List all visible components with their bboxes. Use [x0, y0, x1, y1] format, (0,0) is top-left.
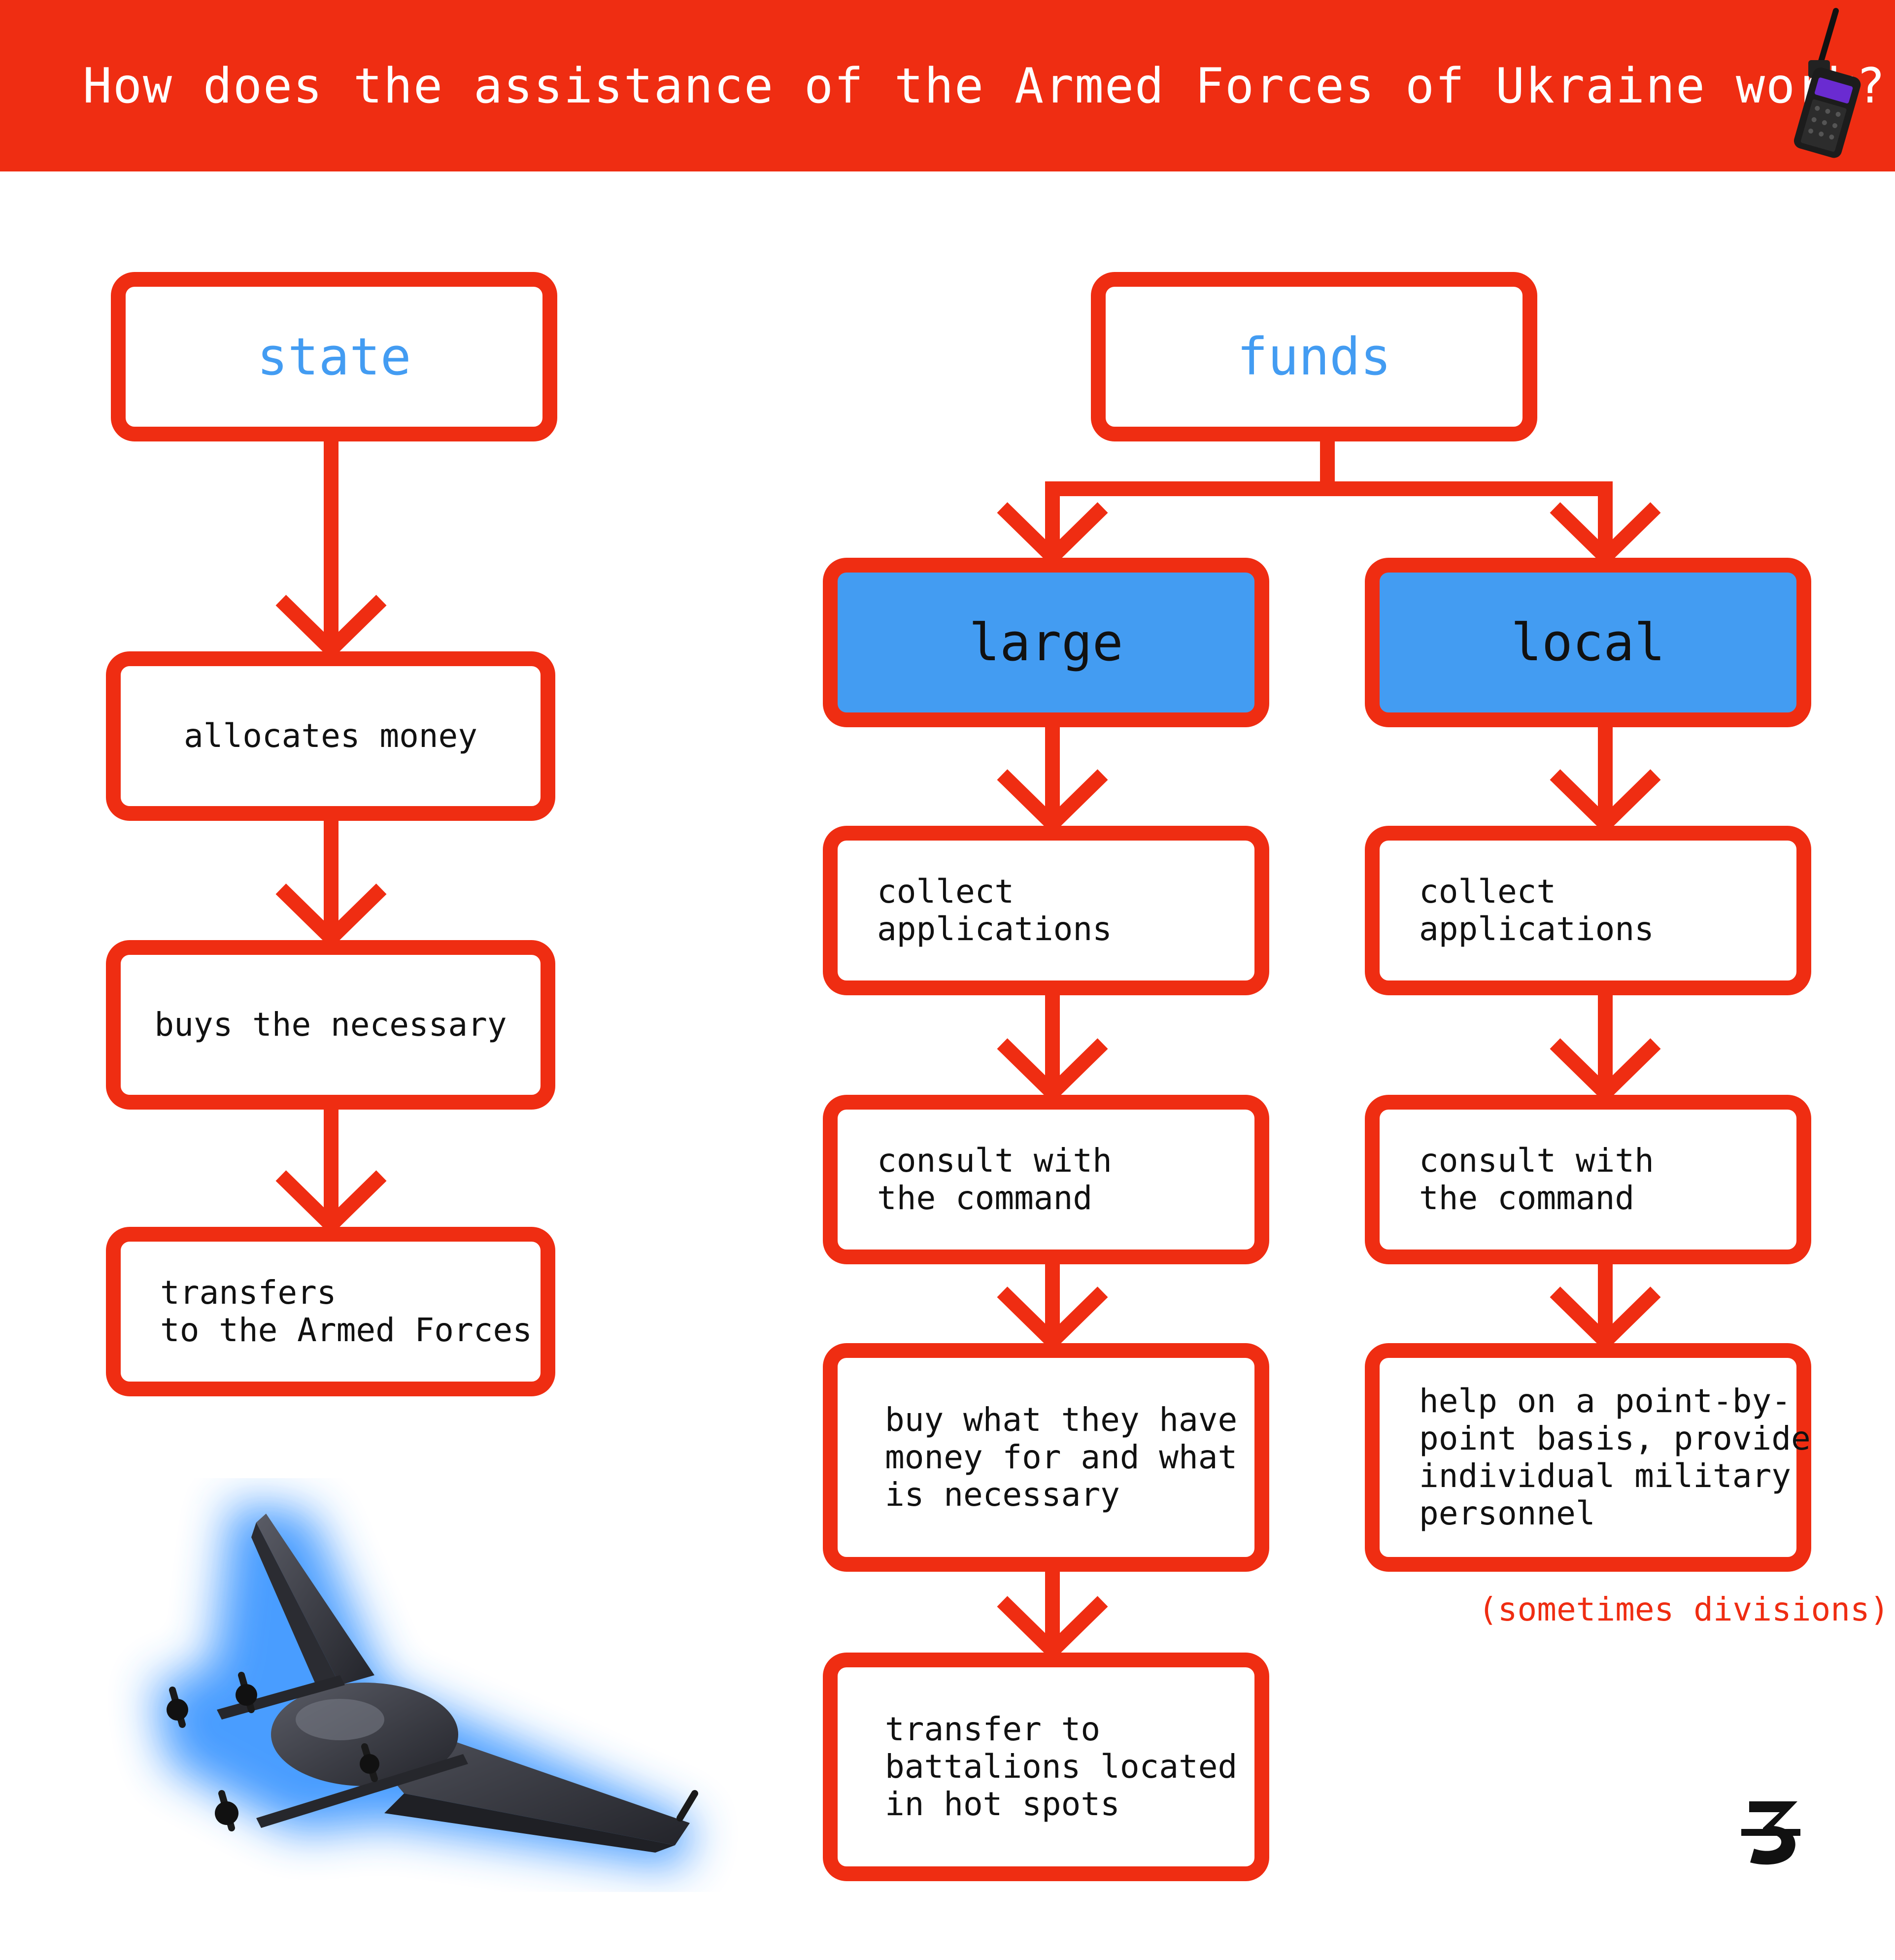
local-step-help: help on a point-by- point basis, provide…	[1365, 1343, 1811, 1572]
large-step-label: buy what they have money for and what is…	[885, 1401, 1238, 1514]
walkie-talkie-icon	[1793, 8, 1861, 158]
state-label: state	[257, 327, 411, 387]
state-step-transfers: transfers to the Armed Forces	[106, 1227, 555, 1396]
local-step-label: consult with the command	[1419, 1142, 1654, 1217]
page-title: How does the assistance of the Armed For…	[83, 58, 1887, 114]
large-step-collect: collect applications	[823, 826, 1269, 995]
large-step-label: transfer to battalions located in hot sp…	[885, 1710, 1238, 1823]
local-step-label: help on a point-by- point basis, provide…	[1419, 1382, 1811, 1532]
funds-label: funds	[1237, 327, 1391, 387]
local-step-collect: collect applications	[1365, 826, 1811, 995]
state-step-label: allocates money	[183, 717, 478, 755]
funds-box: funds	[1091, 272, 1537, 441]
local-step-consult: consult with the command	[1365, 1095, 1811, 1264]
state-step-label: transfers to the Armed Forces	[160, 1274, 532, 1349]
local-funds-box: local	[1365, 558, 1811, 727]
large-step-transfer: transfer to battalions located in hot sp…	[823, 1653, 1269, 1881]
sometimes-divisions-note: (sometimes divisions)	[1478, 1590, 1890, 1628]
drone-illustration	[153, 1503, 698, 1867]
brand-logo-icon	[1741, 1801, 1800, 1865]
local-funds-label: local	[1511, 612, 1665, 673]
header-banner: How does the assistance of the Armed For…	[0, 0, 1895, 171]
state-step-allocates-money: allocates money	[106, 651, 555, 821]
state-box: state	[111, 272, 557, 441]
state-step-buys-necessary: buys the necessary	[106, 940, 555, 1110]
local-step-label: collect applications	[1419, 873, 1654, 948]
large-step-consult: consult with the command	[823, 1095, 1269, 1264]
state-step-label: buys the necessary	[154, 1006, 507, 1044]
large-step-buy: buy what they have money for and what is…	[823, 1343, 1269, 1572]
large-funds-box: large	[823, 558, 1269, 727]
large-funds-label: large	[969, 612, 1123, 673]
large-step-label: consult with the command	[877, 1142, 1112, 1217]
large-step-label: collect applications	[877, 873, 1112, 948]
